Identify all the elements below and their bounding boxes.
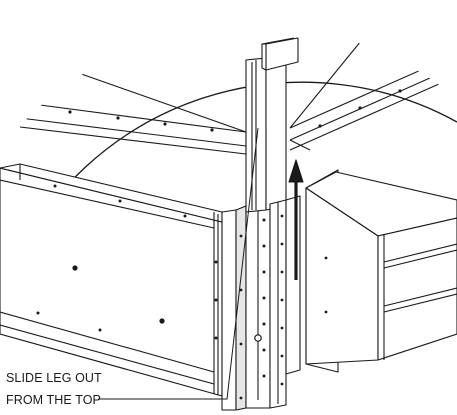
upward-arrow-icon <box>288 159 304 280</box>
frame-bolt-holes-left <box>68 110 214 132</box>
leg-top-cap <box>261 37 299 71</box>
cabinet-holes <box>324 256 328 314</box>
channel-holes <box>280 214 284 386</box>
right-frame-rail <box>289 53 457 151</box>
callout-label-line2: FROM THE TOP <box>6 393 101 407</box>
callout-label-line1: SLIDE LEG OUT <box>6 371 102 385</box>
background-edges <box>69 29 371 151</box>
post-holes <box>239 218 266 400</box>
left-drawer-panel <box>0 163 223 397</box>
callout-leader-line <box>98 127 259 400</box>
drawer-rivets <box>36 184 218 340</box>
right-drawer-cabinet <box>305 169 457 373</box>
telescoping-leg <box>245 51 287 213</box>
